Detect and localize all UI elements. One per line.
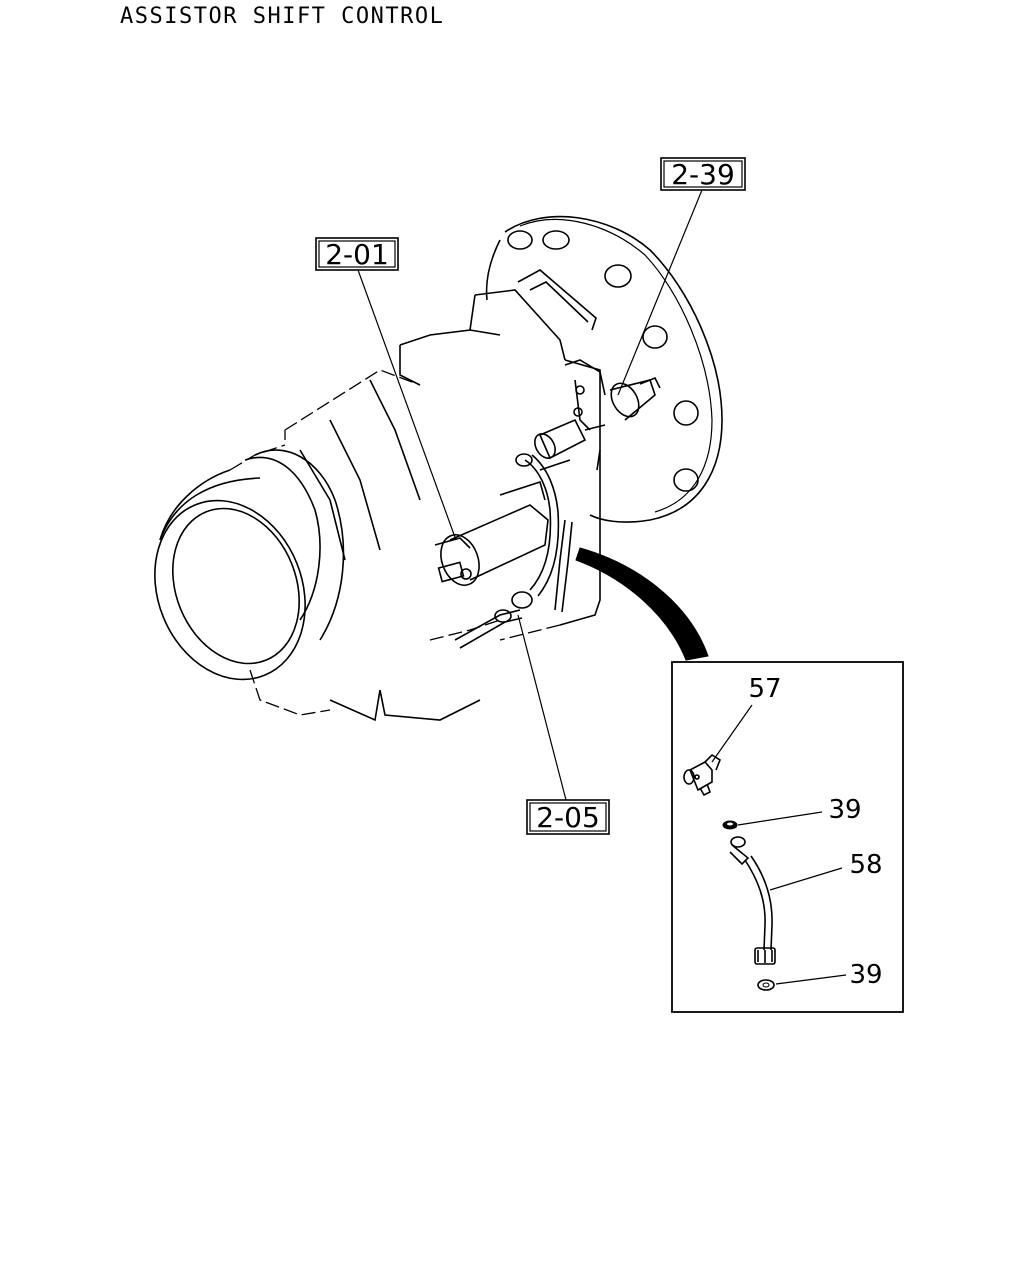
svg-text:2-01: 2-01 (325, 238, 389, 271)
ref-2-39: 2-39 (660, 157, 746, 191)
label-57: 57 (748, 674, 781, 704)
svg-text:2-05: 2-05 (536, 801, 600, 834)
detail-pointer-arrow (575, 547, 709, 661)
detail-inset: 57 39 58 39 (671, 661, 904, 1013)
leader-2-01 (357, 269, 457, 541)
label-58: 58 (849, 850, 882, 880)
ref-2-01: 2-01 (315, 237, 399, 271)
ref-2-05: 2-05 (526, 799, 610, 835)
page-title: ASSISTOR SHIFT CONTROL (120, 4, 445, 29)
leader-2-39 (617, 189, 703, 396)
svg-text:2-39: 2-39 (671, 158, 735, 191)
label-39-upper: 39 (828, 795, 861, 825)
leader-2-05 (517, 614, 567, 801)
gasket-39-lower (757, 979, 775, 991)
transmission-illustration (154, 215, 723, 722)
label-39-lower: 39 (849, 960, 882, 990)
pipe-58 (729, 836, 776, 965)
tee-fitting-57 (683, 753, 721, 797)
